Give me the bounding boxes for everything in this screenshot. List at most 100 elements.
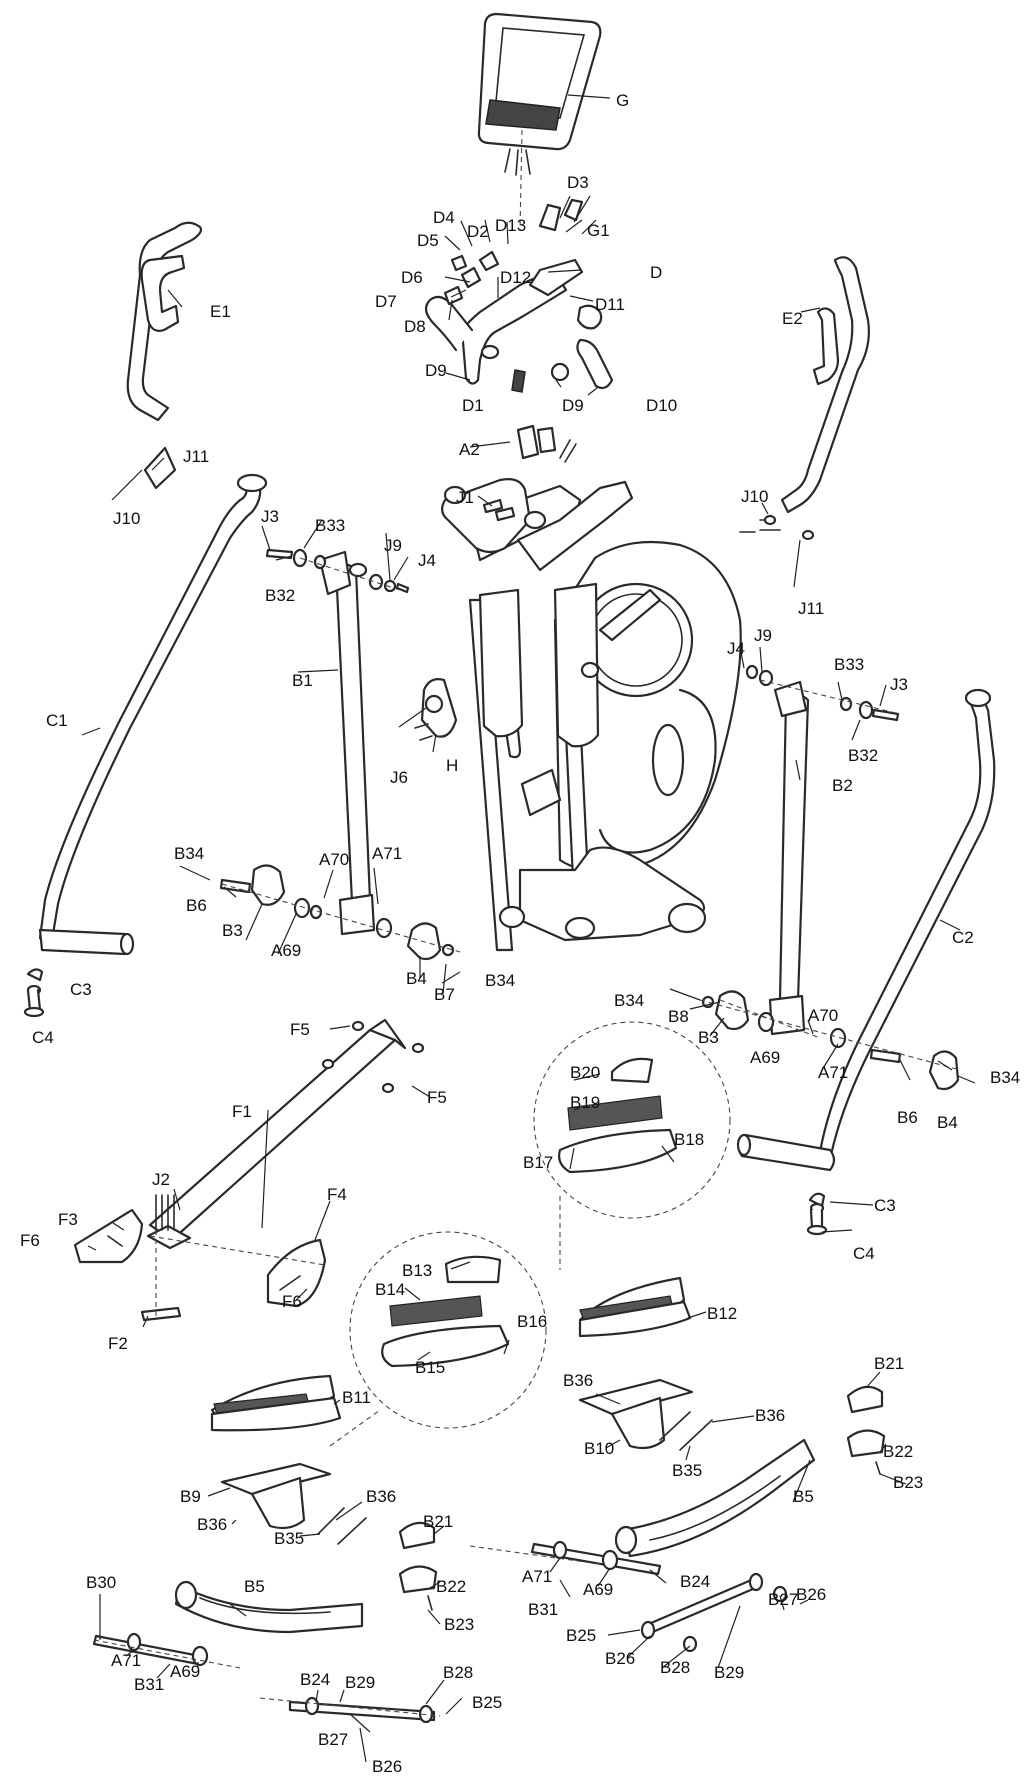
label-B34-top-left: B34 [174,844,204,863]
lower-pivot-left [219,864,455,961]
label-B27-left: B27 [318,1730,348,1749]
label-B12: B12 [707,1304,737,1323]
foot-cap-C3-C4-right [806,1192,828,1236]
label-B25-left: B25 [472,1693,502,1712]
label-B31-right: B31 [528,1600,558,1619]
swing-arm-B1 [318,550,376,936]
label-B33-right: B33 [834,655,864,674]
label-B5-left: B5 [244,1577,265,1596]
label-B3-left: B3 [222,921,243,940]
label-B21-right: B21 [874,1354,904,1373]
label-B26-right-bottom: B26 [605,1649,635,1668]
label-D3: D3 [567,173,589,192]
label-B24-right: B24 [680,1572,710,1591]
label-B18: B18 [674,1130,704,1149]
label-B29-right: B29 [714,1663,744,1682]
upper-handlebar-E1 [126,221,203,490]
pedal-B11 [210,1374,342,1432]
label-B23-right: B23 [893,1473,923,1492]
label-B4-right: B4 [937,1113,958,1132]
label-J10-left: J10 [113,509,140,528]
label-B23-left: B23 [444,1615,474,1634]
label-F5-bottom: F5 [427,1088,447,1107]
label-B36-bottom-right: B36 [755,1406,785,1425]
label-B32-left: B32 [265,586,295,605]
label-B6-right: B6 [897,1108,918,1127]
label-J1: J1 [456,488,474,507]
label-F2: F2 [108,1334,128,1353]
pedal-arm-B5-right [614,1438,816,1558]
label-J6: J6 [390,768,408,787]
label-C3-left: C3 [70,980,92,999]
pivot-bolts-right [745,664,900,722]
label-B4-left: B4 [406,969,427,988]
label-H: H [446,756,458,775]
clamp-B21-B22-left [398,1521,438,1611]
label-B36-left: B36 [197,1515,227,1534]
label-J2: J2 [152,1170,170,1189]
label-B34-bottom-left: B34 [485,971,515,990]
label-B31-left: B31 [134,1675,164,1694]
label-A69-right: A69 [750,1048,780,1067]
label-J9-left: J9 [384,536,402,555]
bracket-B10 [578,1378,694,1450]
label-B17: B17 [523,1153,553,1172]
pedal-arm-B5-left [174,1580,364,1634]
label-B34-top-right: B34 [614,991,644,1010]
label-B27-right: B27 [768,1590,798,1609]
console-part-G [477,12,602,176]
label-D10: D10 [646,396,677,415]
label-A71-lower-left: A71 [111,1651,141,1670]
label-J4-right: J4 [727,639,745,658]
label-B13: B13 [402,1261,432,1280]
label-F6-right: F6 [282,1292,302,1311]
label-B22-right: B22 [883,1442,913,1461]
label-B11: B11 [342,1388,371,1407]
label-J11-left: J11 [183,447,209,466]
label-D2: D2 [467,222,489,241]
label-G1: G1 [587,221,610,240]
bracket-A2 [516,424,577,463]
label-A71-left: A71 [372,844,402,863]
label-B9: B9 [180,1487,201,1506]
label-A71-right: A71 [818,1063,848,1082]
label-A69-left: A69 [271,941,301,960]
part-labels: G D3 D4 D2 D13 G1 D5 D D6 D12 D11 D7 D8 … [20,91,1020,1776]
label-C4-left: C4 [32,1028,54,1047]
label-B8: B8 [668,1007,689,1026]
label-D13: D13 [495,216,526,235]
label-B36-top-left: B36 [366,1487,396,1506]
label-D6: D6 [401,268,423,287]
label-J3-right: J3 [890,675,908,694]
label-D9-left: D9 [425,361,447,380]
label-A69-lower-left: A69 [170,1662,200,1681]
label-B26-left: B26 [372,1757,402,1776]
label-D11: D11 [595,295,625,314]
main-frame [441,478,742,952]
detail-circle-left-pedal [349,1231,547,1429]
label-F3: F3 [58,1210,78,1229]
label-E1: E1 [210,302,231,321]
pedal-B12 [578,1276,692,1338]
lower-pivot-right [701,990,960,1091]
lower-handlebar-C2 [736,688,996,1172]
label-B32-right: B32 [848,746,878,765]
screws-F5 [321,1020,425,1094]
label-A71-lower-right: A71 [522,1567,552,1586]
axles-B35 [317,1411,713,1545]
label-F1: F1 [232,1102,252,1121]
label-B21-left: B21 [423,1512,453,1531]
label-A70-left: A70 [319,850,349,869]
label-B22-left: B22 [436,1577,466,1596]
detail-circle-right-pedal [533,1021,731,1219]
label-B28-right: B28 [660,1658,690,1677]
left-pedal-exploded [381,1255,510,1368]
label-J11-right: J11 [798,599,824,618]
label-A70-right: A70 [808,1006,838,1025]
label-D7: D7 [375,292,397,311]
label-B7: B7 [434,985,455,1004]
label-C4-right: C4 [853,1244,875,1263]
label-C1: C1 [46,711,68,730]
bracket-H [414,678,458,741]
